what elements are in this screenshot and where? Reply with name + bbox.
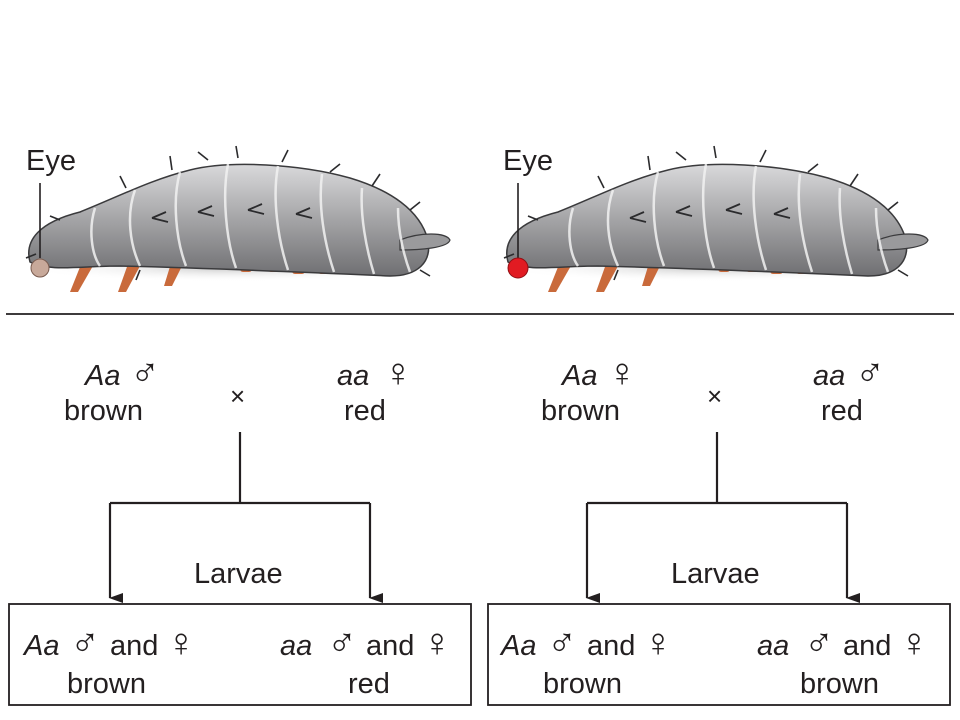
right-offspring-box	[487, 603, 951, 706]
right-offspring2-genotype: aa	[757, 630, 789, 662]
left-offspring-box	[8, 603, 472, 706]
male-symbol-icon: ♂	[547, 621, 577, 665]
female-symbol-icon: ♀	[643, 621, 673, 665]
right-eye-label: Eye	[503, 145, 553, 177]
larva-red-eye-illustration	[496, 144, 930, 294]
left-parent2-phenotype: red	[344, 395, 386, 427]
right-larvae-label: Larvae	[671, 558, 760, 590]
female-symbol-icon: ♀	[166, 621, 196, 665]
left-eye-marker	[30, 258, 50, 278]
right-offspring2-phenotype: brown	[800, 668, 879, 700]
right-parent1-genotype: Aa	[560, 360, 597, 392]
male-symbol-icon: ♂	[70, 621, 100, 665]
male-symbol-icon: ♂	[327, 621, 357, 665]
female-symbol-icon: ♀	[422, 621, 452, 665]
right-cross: Aa ♀ brown × aa ♂ red Larvae Aa ♂ and ♀ …	[487, 351, 951, 706]
left-offspring1-genotype: Aa	[22, 630, 59, 662]
left-offspring1-phenotype: brown	[67, 668, 146, 700]
right-parent2-genotype: aa	[813, 360, 845, 392]
right-eye-marker	[507, 257, 529, 279]
female-symbol-icon: ♀	[607, 351, 637, 395]
left-cross: Aa ♂ brown × aa ♀ red Larvae Aa ♂ and ♀ …	[8, 351, 472, 706]
left-offspring2-and: and	[366, 630, 414, 662]
right-offspring1-phenotype: brown	[543, 668, 622, 700]
right-offspring1-and: and	[587, 630, 635, 662]
left-parent1-phenotype: brown	[64, 395, 143, 427]
left-larvae-label: Larvae	[194, 558, 283, 590]
male-symbol-icon: ♂	[804, 621, 834, 665]
right-parent2-phenotype: red	[821, 395, 863, 427]
left-offspring1-and: and	[110, 630, 158, 662]
female-symbol-icon: ♀	[383, 351, 413, 395]
cross-symbol: ×	[230, 381, 245, 411]
right-offspring2-and: and	[843, 630, 891, 662]
left-offspring2-genotype: aa	[280, 630, 312, 662]
left-parent2-genotype: aa	[337, 360, 369, 392]
left-eye-label: Eye	[26, 145, 76, 177]
cross-symbol: ×	[707, 381, 722, 411]
female-symbol-icon: ♀	[899, 621, 929, 665]
left-offspring2-phenotype: red	[348, 668, 390, 700]
right-cross-connector	[587, 432, 847, 505]
right-parent1-phenotype: brown	[541, 395, 620, 427]
left-cross-connector	[110, 432, 370, 505]
left-parent1-genotype: Aa	[83, 360, 120, 392]
larva-brown-eye-illustration	[18, 144, 452, 294]
male-symbol-icon: ♂	[130, 351, 160, 395]
right-offspring1-genotype: Aa	[499, 630, 536, 662]
male-symbol-icon: ♂	[855, 351, 885, 395]
